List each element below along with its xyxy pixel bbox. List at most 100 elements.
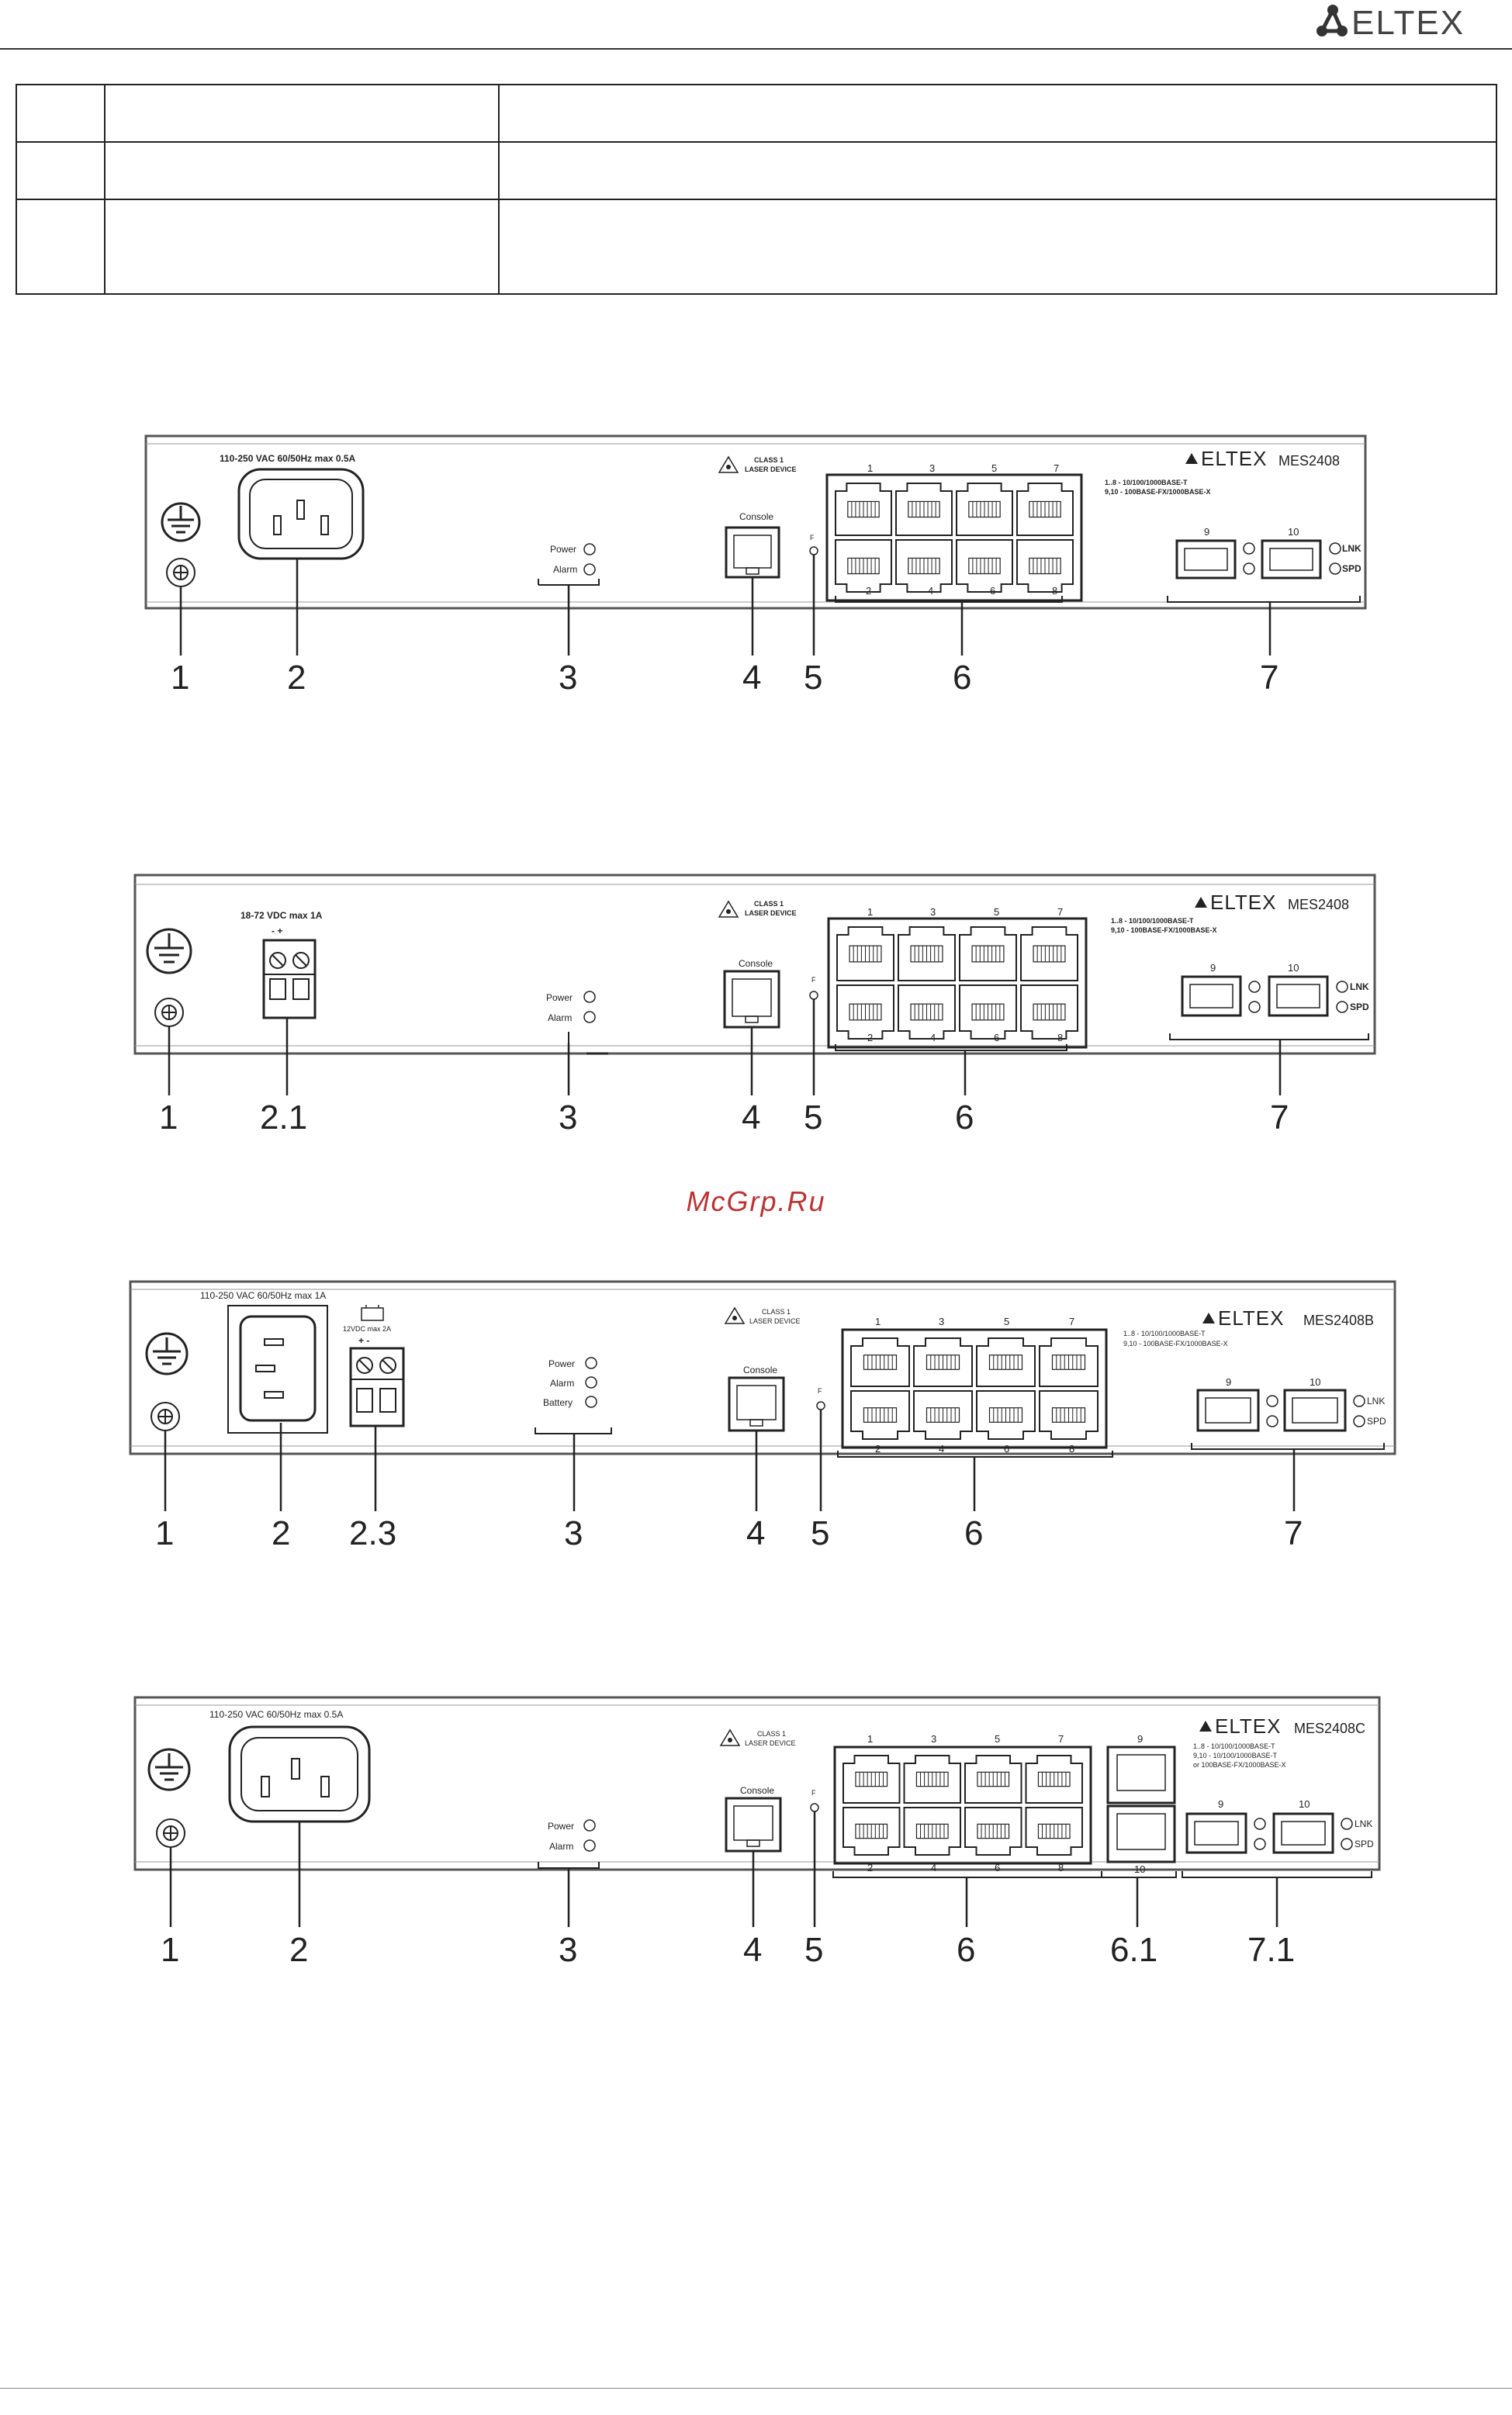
rj45-port-7[interactable] <box>1039 1337 1099 1387</box>
sfp-port-10[interactable] <box>1272 1812 1334 1854</box>
svg-text:2.1: 2.1 <box>260 1099 307 1137</box>
svg-text:8: 8 <box>1069 1443 1074 1455</box>
svg-text:5: 5 <box>804 1931 823 1969</box>
table-row <box>16 141 1497 200</box>
lnk-label: LNK <box>1342 543 1361 554</box>
lnk-label: LNK <box>1367 1396 1385 1406</box>
alarm-led-label: Alarm <box>548 1012 572 1023</box>
rj45-port-6[interactable] <box>964 1807 1022 1856</box>
sfp-port-9[interactable] <box>1181 975 1242 1017</box>
svg-text:CLASS 1: CLASS 1 <box>754 900 784 908</box>
rj45-port-3[interactable] <box>903 1755 961 1804</box>
table-cell <box>498 141 1497 200</box>
svg-text:LASER DEVICE: LASER DEVICE <box>745 909 797 917</box>
sfp-ports: 9 10 LNK SPD <box>1169 962 1369 1040</box>
rj45-port-8[interactable] <box>1020 984 1078 1040</box>
table-cell <box>16 141 106 200</box>
port-labels-bottom: 2 4 6 8 <box>867 1862 1064 1874</box>
power-led-label: Power <box>548 1821 574 1832</box>
status-leds: Power Alarm <box>538 1819 600 1869</box>
combo-port-9[interactable] <box>1106 1746 1176 1804</box>
terminal-polarity: + - <box>358 1335 369 1346</box>
svg-text:5: 5 <box>804 1099 822 1137</box>
port-labels-bottom: 2 4 6 8 <box>875 1443 1074 1455</box>
console-label: Console <box>739 511 773 522</box>
rj45-port-8[interactable] <box>1025 1807 1083 1856</box>
port-labels-top: 1 3 5 7 <box>867 462 1059 474</box>
rj45-port-1[interactable] <box>842 1755 901 1804</box>
port-labels-bottom: 2 4 6 8 <box>867 1032 1063 1043</box>
rj45-port-6[interactable] <box>956 539 1013 593</box>
rj45-port-7[interactable] <box>1025 1755 1083 1804</box>
svg-text:2.3: 2.3 <box>349 1514 396 1552</box>
rj45-port-1[interactable] <box>835 483 892 536</box>
svg-text:ELTEX: ELTEX <box>1215 1714 1281 1738</box>
sfp-port-10[interactable] <box>1283 1389 1347 1432</box>
model-label: MES2408 <box>1278 453 1340 469</box>
rj45-port-2[interactable] <box>850 1390 910 1440</box>
svg-text:1: 1 <box>159 1099 178 1137</box>
svg-text:4: 4 <box>742 659 761 697</box>
combo-port-10[interactable] <box>1106 1804 1176 1863</box>
rj45-port-1[interactable] <box>836 926 894 981</box>
rj45-port-5[interactable] <box>956 483 1013 536</box>
rj45-port-7[interactable] <box>1016 483 1074 536</box>
svg-text:6: 6 <box>964 1514 983 1552</box>
sfp-port-9[interactable] <box>1196 1389 1260 1432</box>
callout-numbers: 1 2 3 4 5 6 7 <box>171 659 1278 697</box>
svg-text:6: 6 <box>957 1931 975 1969</box>
svg-text:7: 7 <box>1058 1733 1064 1745</box>
rj45-port-6[interactable] <box>976 1390 1036 1440</box>
port-desc-1: 1..8 - 10/100/1000BASE-T <box>1111 917 1194 925</box>
table-cell <box>104 199 500 295</box>
header-rule <box>0 48 1512 50</box>
lnk-label: LNK <box>1350 981 1369 992</box>
leader-lines <box>168 999 1282 1095</box>
svg-text:3: 3 <box>931 1733 936 1745</box>
spec-table <box>16 84 1497 295</box>
rj45-port-2[interactable] <box>836 984 894 1040</box>
rj45-port-6[interactable] <box>959 984 1017 1040</box>
rj45-port-3[interactable] <box>898 926 956 981</box>
rj45-port-1[interactable] <box>850 1337 910 1387</box>
port-desc-2: 9,10 - 100BASE-FX/1000BASE-X <box>1123 1340 1228 1348</box>
svg-text:6: 6 <box>1004 1443 1009 1455</box>
rj45-port-8[interactable] <box>1016 539 1074 593</box>
rj45-port-4[interactable] <box>913 1390 973 1440</box>
eltex-logo-mark <box>1317 5 1348 36</box>
panel-mes2408-ac: 110-250 VAC 60/50Hz max 0.5A Power Alarm… <box>144 434 1367 697</box>
power-rating-label: 110-250 VAC 60/50Hz max 0.5A <box>209 1709 343 1720</box>
rj45-port-5[interactable] <box>964 1755 1022 1804</box>
ac-power-connector <box>227 1305 328 1434</box>
rj45-port-3[interactable] <box>895 483 953 536</box>
svg-text:10: 10 <box>1134 1863 1145 1875</box>
rj45-port-4[interactable] <box>903 1807 961 1856</box>
sfp-port-10[interactable] <box>1268 975 1329 1017</box>
sfp-port-9[interactable] <box>1175 539 1237 580</box>
panel-mes2408-dc: 18-72 VDC max 1A - + Power Alarm CLASS 1… <box>133 874 1376 1137</box>
svg-text:3: 3 <box>939 1316 944 1327</box>
port-desc-1: 1..8 - 10/100/1000BASE-T <box>1105 479 1188 486</box>
laser-warning: CLASS 1 LASER DEVICE <box>719 1728 796 1747</box>
svg-text:10: 10 <box>1299 1798 1310 1810</box>
rj45-port-4[interactable] <box>898 984 956 1040</box>
port-desc-2: 9,10 - 100BASE-FX/1000BASE-X <box>1111 926 1217 934</box>
rj45-port-8[interactable] <box>1039 1390 1099 1440</box>
rj45-port-7[interactable] <box>1020 926 1078 981</box>
rj45-port-3[interactable] <box>913 1337 973 1387</box>
model-label: MES2408 <box>1288 897 1349 912</box>
power-led <box>585 1357 597 1369</box>
rj45-port-2[interactable] <box>835 539 892 593</box>
rj45-port-5[interactable] <box>959 926 1017 981</box>
rj45-port-4[interactable] <box>895 539 953 593</box>
svg-text:1: 1 <box>155 1514 174 1552</box>
port-labels-top: 1 3 5 7 <box>867 1733 1064 1745</box>
sfp-ports: 9 10 LNK SPD <box>1191 1376 1386 1450</box>
rj45-port-2[interactable] <box>842 1807 901 1856</box>
sfp-port-9[interactable] <box>1185 1812 1247 1854</box>
rj45-port-block <box>841 1328 1108 1449</box>
sfp-port-10[interactable] <box>1261 539 1322 580</box>
f-label: F <box>818 1387 822 1395</box>
rj45-port-5[interactable] <box>976 1337 1036 1387</box>
panel-mes2408c: 110-250 VAC 60/50Hz max 0.5A Power Alarm… <box>133 1696 1381 1969</box>
